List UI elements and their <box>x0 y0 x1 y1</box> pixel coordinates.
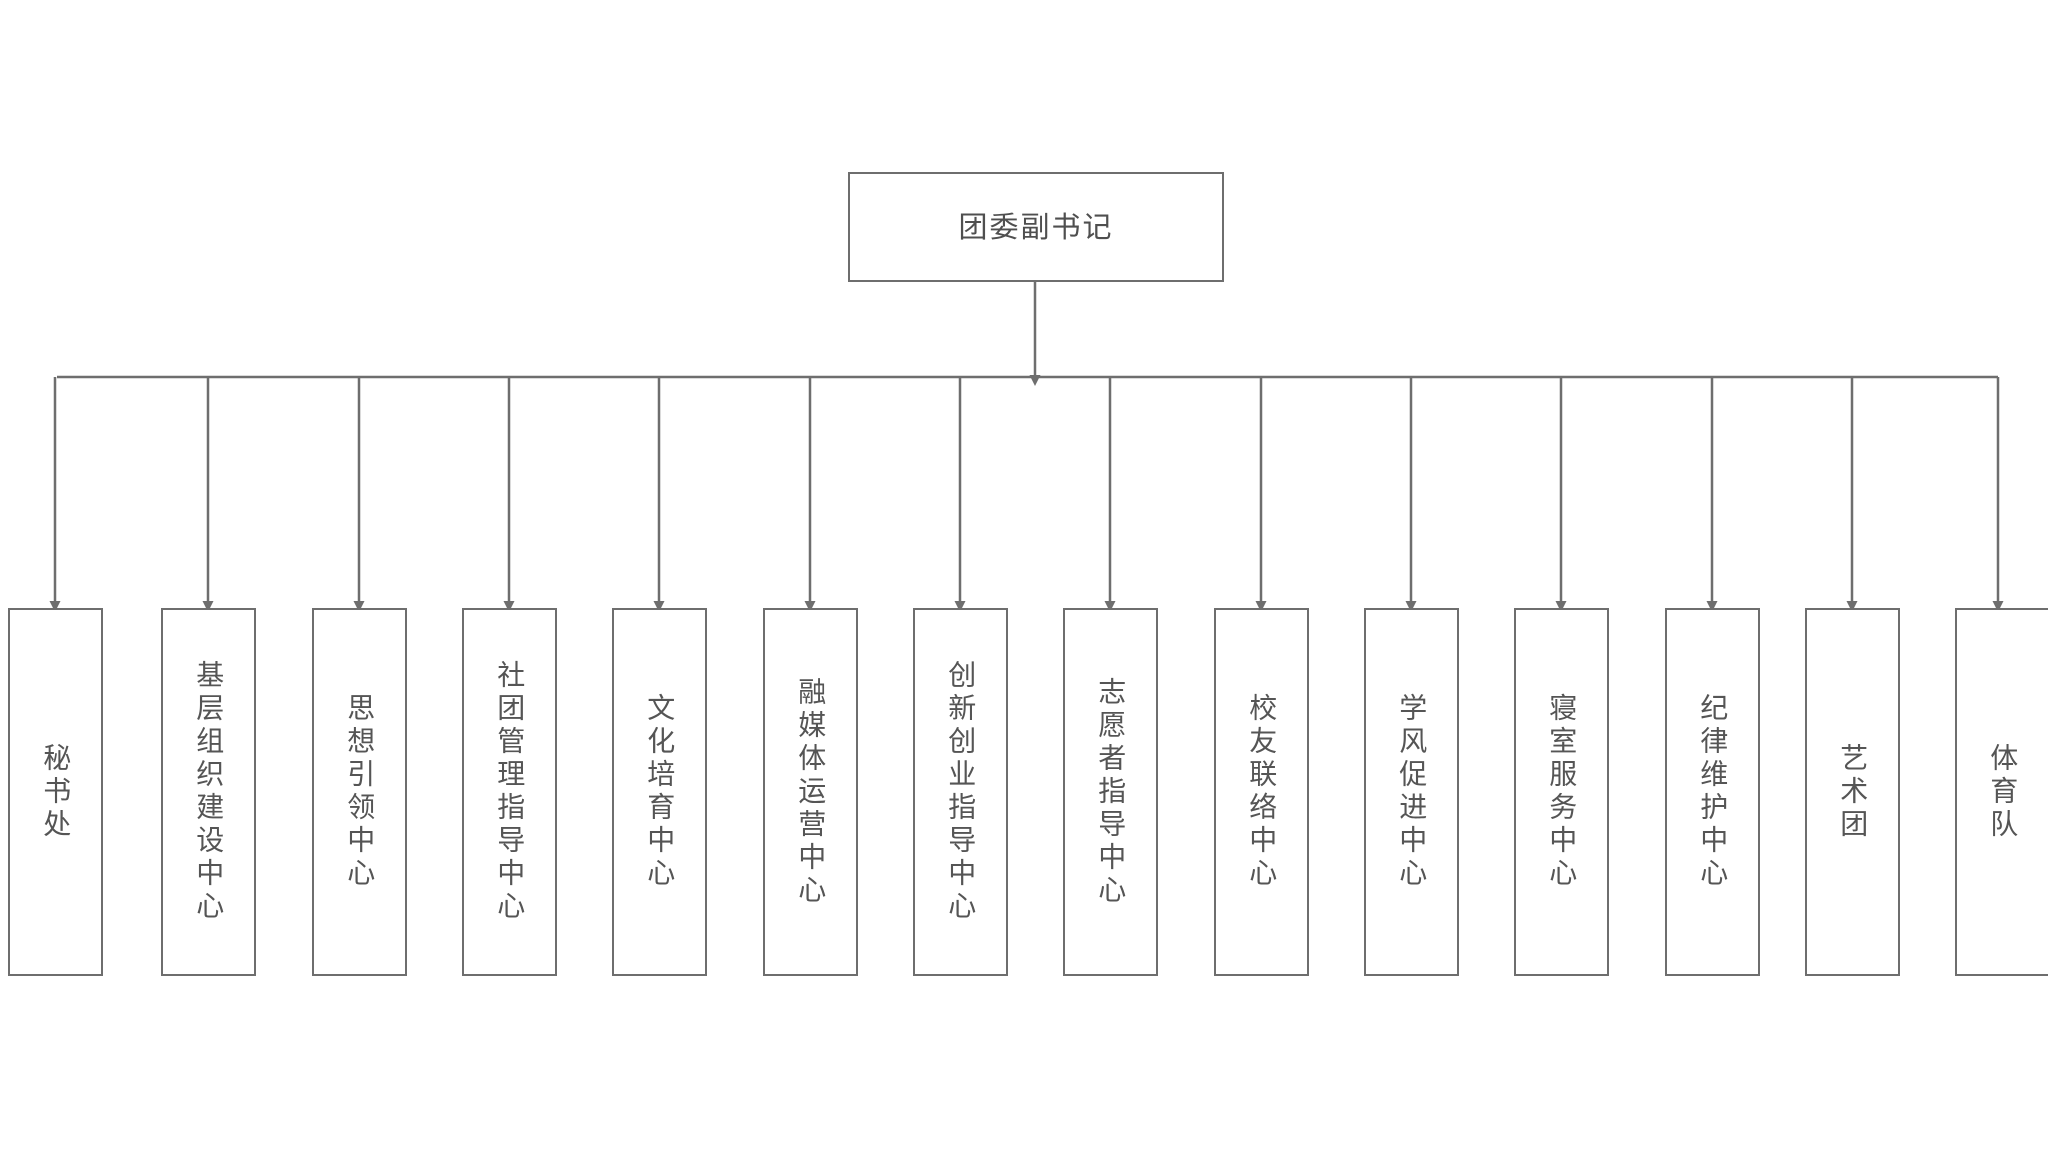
connector-lines <box>49 282 2004 612</box>
leaf-node-box[interactable]: 基层组织建设中心 <box>161 608 256 976</box>
leaf-node-box[interactable]: 思想引领中心 <box>312 608 407 976</box>
leaf-node-label: 文化培育中心 <box>643 693 677 891</box>
leaf-node-box[interactable]: 秘书处 <box>8 608 103 976</box>
leaf-node-label: 融媒体运营中心 <box>794 676 828 908</box>
leaf-node-label: 艺术团 <box>1836 742 1870 842</box>
root-node-label: 团委副书记 <box>958 209 1114 244</box>
leaf-node-label: 寝室服务中心 <box>1545 693 1579 891</box>
leaf-node-box[interactable]: 艺术团 <box>1805 608 1900 976</box>
leaf-node-label: 纪律维护中心 <box>1696 693 1730 891</box>
leaf-node-box[interactable]: 融媒体运营中心 <box>763 608 858 976</box>
leaf-node-box[interactable]: 寝室服务中心 <box>1514 608 1609 976</box>
root-node-box[interactable]: 团委副书记 <box>848 172 1224 282</box>
leaf-node-label: 志愿者指导中心 <box>1094 676 1128 908</box>
leaf-node-label: 社团管理指导中心 <box>493 660 527 924</box>
leaf-node-label: 创新创业指导中心 <box>944 660 978 924</box>
leaf-node-box[interactable]: 志愿者指导中心 <box>1063 608 1158 976</box>
leaf-node-box[interactable]: 社团管理指导中心 <box>462 608 557 976</box>
leaf-node-label: 基层组织建设中心 <box>192 660 226 924</box>
leaf-node-box[interactable]: 创新创业指导中心 <box>913 608 1008 976</box>
leaf-node-label: 思想引领中心 <box>343 693 377 891</box>
leaf-node-box[interactable]: 文化培育中心 <box>612 608 707 976</box>
leaf-node-label: 校友联络中心 <box>1245 693 1279 891</box>
leaf-node-label: 学风促进中心 <box>1395 693 1429 891</box>
leaf-node-box[interactable]: 体育队 <box>1955 608 2048 976</box>
leaf-node-box[interactable]: 校友联络中心 <box>1214 608 1309 976</box>
leaf-node-box[interactable]: 学风促进中心 <box>1364 608 1459 976</box>
leaf-node-label: 秘书处 <box>39 742 73 842</box>
leaf-node-label: 体育队 <box>1986 742 2020 842</box>
leaf-node-box[interactable]: 纪律维护中心 <box>1665 608 1760 976</box>
